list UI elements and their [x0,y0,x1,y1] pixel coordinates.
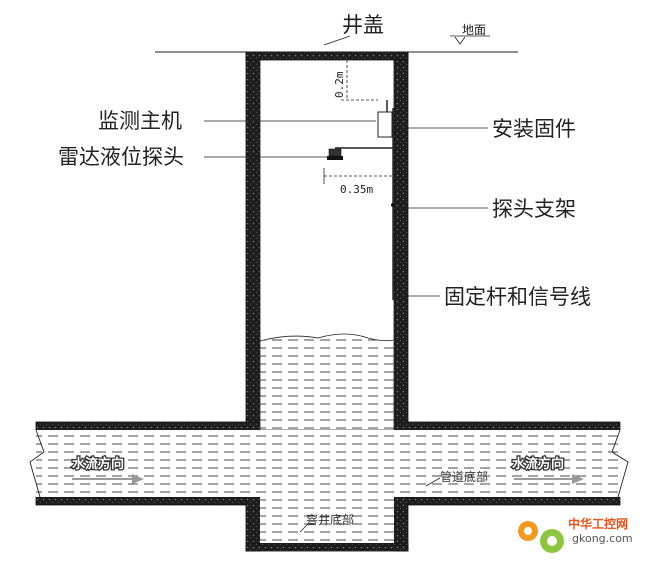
sump-wall-bottom [245,542,409,552]
well-wall-right [393,51,409,428]
well-wall-top [245,51,409,61]
label-well-cover: 井盖 [342,13,384,37]
watermark: 中华工控网 gkong.com [518,516,633,553]
label-host: 监测主机 [98,109,182,133]
pipe-wall-top-right [393,421,621,431]
bracket-clamp [391,203,395,207]
label-mount-fixture: 安装固件 [492,117,576,141]
label-ground: 地面 [462,23,486,37]
label-flow-left: 水流方向 [72,456,124,472]
water-pipe [36,430,620,497]
pipe-wall-bottom-right [393,496,621,506]
label-probe-bracket: 探头支架 [492,197,576,221]
label-rod-signal: 固定杆和信号线 [444,285,591,309]
pipe-break-right [611,429,629,498]
radar-probe-horn [327,156,343,160]
pipe-break-left [29,429,45,498]
dim-horizontal-label: 0.35m [340,183,373,196]
well-wall-left [245,51,261,428]
radar-probe [328,148,342,157]
gear-icon [518,521,564,553]
watermark-site: gkong.com [572,532,633,545]
water-well [259,333,395,431]
label-radar-probe: 雷达液位探头 [58,145,184,169]
watermark-brand: 中华工控网 [568,516,628,531]
monitoring-host [377,111,393,138]
dim-vertical-label: 0.2m [333,71,346,98]
water-sump [260,497,394,543]
label-pipe-bottom: 管道底部 [440,469,488,484]
pipe-wall-bottom-left [35,496,261,506]
label-flow-right: 水流方向 [512,456,564,472]
pipe-wall-top-left [35,421,261,431]
label-well-bottom: 窨井底部 [306,512,354,527]
